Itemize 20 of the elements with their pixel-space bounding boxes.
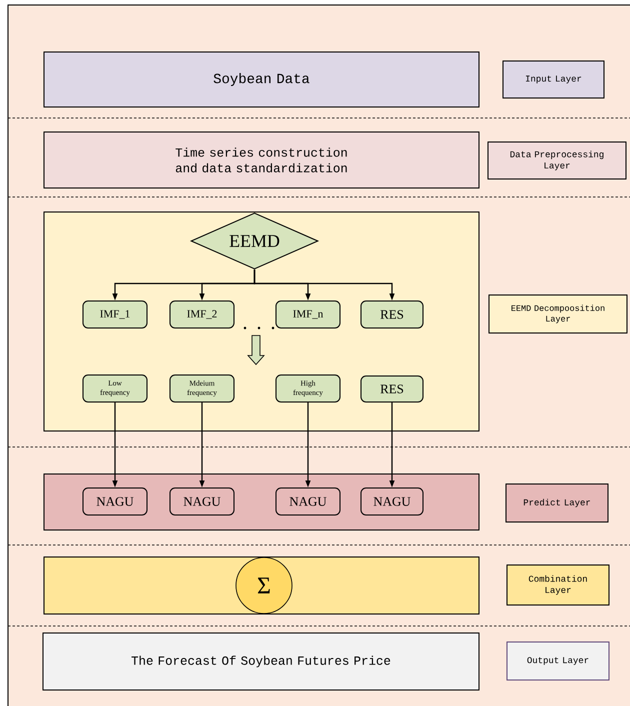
model-box: NAGU xyxy=(170,488,234,516)
layer-label-box: Output Layer xyxy=(506,642,610,680)
component-box: RES xyxy=(360,376,424,402)
model-box: NAGU xyxy=(276,488,340,516)
layer-label-box: Combination Layer xyxy=(506,564,610,606)
block-arrow xyxy=(247,335,265,366)
layer-label-box: Predict Layer xyxy=(506,484,608,522)
component-box: IMF_2 xyxy=(170,300,234,328)
process-box: Time series construction and data standardization xyxy=(44,132,480,188)
layer-label-box: Input Layer xyxy=(502,60,604,98)
layer-label-box: Data Preprocessing Layer xyxy=(488,142,626,180)
output-box: The Forecast Of Soybean Futures Price xyxy=(42,632,480,690)
layer-label-box: EEMD Decompoosition Layer xyxy=(488,294,628,334)
data-box: Soybean Data xyxy=(44,52,480,108)
component-box: IMF_n xyxy=(276,300,340,328)
component-box: RES xyxy=(360,300,424,328)
layer-panel xyxy=(44,556,480,614)
model-box: NAGU xyxy=(82,488,148,516)
model-box: NAGU xyxy=(360,488,424,516)
component-box: IMF_1 xyxy=(82,300,148,328)
